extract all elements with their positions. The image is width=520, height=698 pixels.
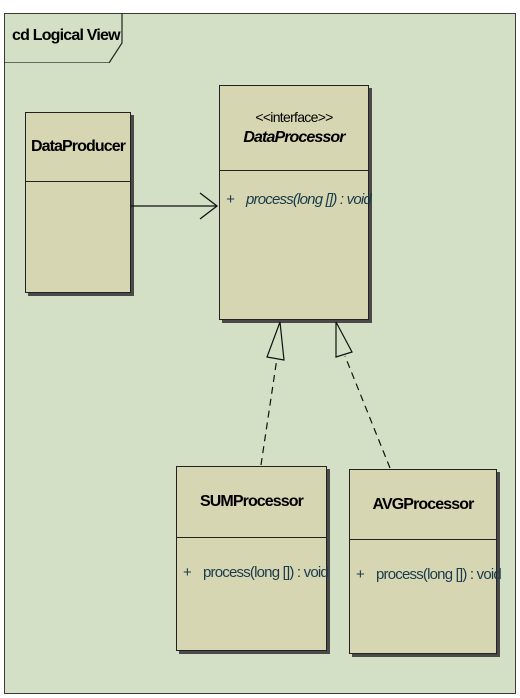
realization-arrow-sum[interactable] — [260, 321, 285, 466]
class-name: DataProducer — [30, 138, 126, 155]
operation-signature: process(long []) : void — [245, 191, 372, 208]
visibility-marker: + — [183, 564, 192, 581]
stereotype-label: <<interface>> — [255, 109, 333, 125]
visibility-marker: + — [356, 566, 365, 583]
class-name-compartment: AVGProcessor — [350, 470, 496, 540]
class-name: SUMProcessor — [199, 493, 304, 510]
class-name-compartment: DataProducer — [26, 113, 130, 182]
operation-row[interactable]: + process(long []) : void — [350, 566, 502, 583]
operations-compartment: + process(long []) : void — [350, 540, 502, 583]
operations-compartment: + process(long []) : void — [177, 538, 329, 581]
class-name-compartment: <<interface>> DataProcessor — [220, 86, 368, 171]
class-data-producer[interactable]: DataProducer — [25, 112, 131, 293]
operation-signature: process(long []) : void — [375, 566, 502, 583]
frame-label: cd Logical View — [12, 27, 121, 44]
class-sum-processor[interactable]: SUMProcessor + process(long []) : void — [176, 466, 329, 651]
class-data-processor-interface[interactable]: <<interface>> DataProcessor + process(lon… — [219, 85, 372, 320]
operation-row[interactable]: + process(long []) : void — [177, 564, 329, 581]
operation-signature: process(long []) : void — [202, 564, 329, 581]
operations-compartment: + process(long []) : void — [220, 171, 372, 208]
class-name: AVGProcessor — [372, 495, 475, 513]
class-name-compartment: SUMProcessor — [177, 467, 326, 538]
operation-row[interactable]: + process(long []) : void — [220, 191, 372, 208]
frame-label-tab — [4, 13, 123, 63]
class-name: DataProcessor — [243, 129, 345, 146]
association-arrow[interactable] — [131, 192, 219, 220]
visibility-marker: + — [226, 191, 235, 208]
realization-arrow-avg[interactable] — [335, 321, 391, 469]
class-avg-processor[interactable]: AVGProcessor + process(long []) : void — [349, 469, 502, 654]
